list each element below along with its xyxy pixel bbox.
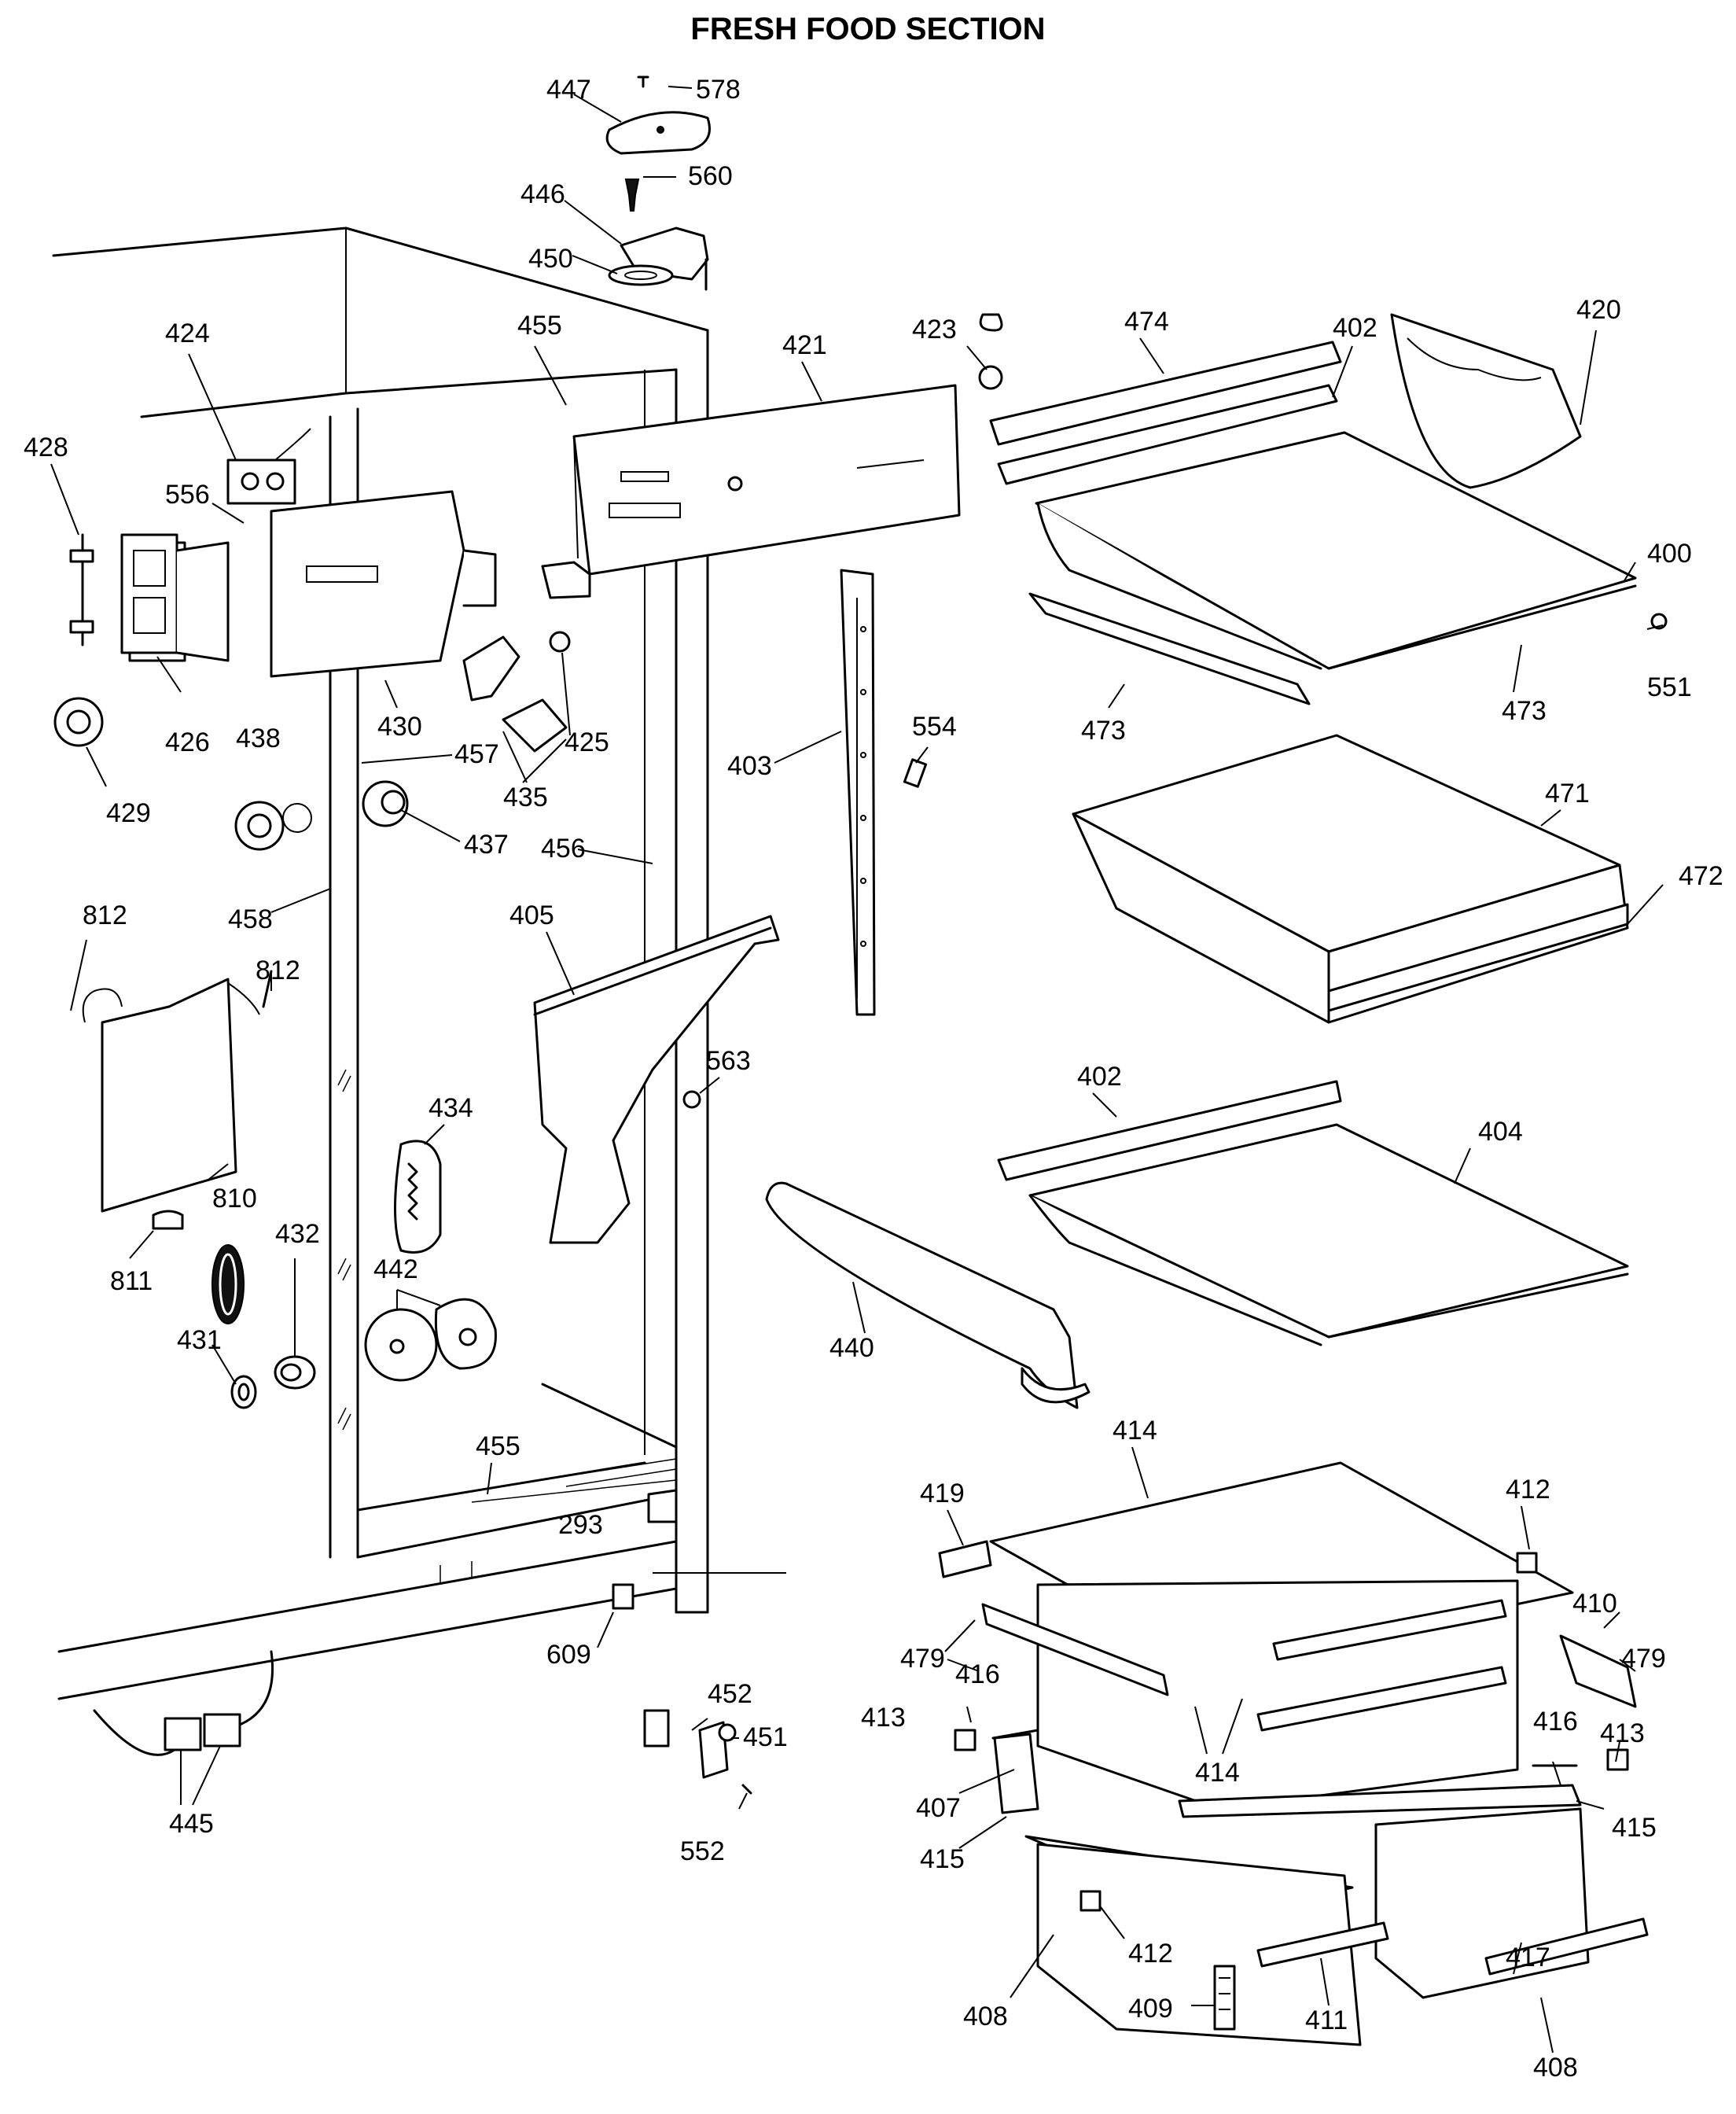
callout-408-right: 408 — [1533, 2053, 1578, 2083]
callout-432: 432 — [275, 1219, 320, 1249]
callout-413-right: 413 — [1600, 1718, 1645, 1748]
light-and-control-parts — [53, 428, 571, 851]
callout-405: 405 — [509, 900, 554, 930]
callout-457: 457 — [454, 739, 499, 769]
callout-404: 404 — [1478, 1117, 1523, 1147]
shelf-ladder-and-brackets — [533, 569, 1091, 1409]
callout-437: 437 — [464, 830, 509, 860]
callout-440: 440 — [829, 1333, 874, 1363]
callout-429: 429 — [106, 798, 151, 828]
callout-416-right: 416 — [1533, 1707, 1578, 1736]
callout-455-upper: 455 — [517, 311, 562, 341]
callout-451: 451 — [743, 1722, 788, 1752]
callout-419: 419 — [920, 1479, 965, 1508]
callout-415-right: 415 — [1612, 1813, 1657, 1843]
callout-labels: 447 578 446 560 450 455 424 421 423 474 … — [24, 75, 1723, 2083]
callout-412-bottom: 412 — [1128, 1939, 1173, 1969]
callout-435: 435 — [503, 783, 548, 812]
callout-403: 403 — [727, 751, 772, 781]
callout-473-left: 473 — [1081, 716, 1126, 746]
callout-578: 578 — [696, 75, 741, 105]
callout-423: 423 — [912, 315, 957, 344]
lower-shelf — [997, 1080, 1629, 1346]
upper-shelves — [978, 313, 1668, 705]
callout-445: 445 — [169, 1809, 214, 1839]
callout-472: 472 — [1679, 861, 1723, 891]
crisper-pan — [1072, 734, 1629, 1024]
callout-473-right: 473 — [1502, 696, 1547, 726]
callout-471: 471 — [1545, 779, 1590, 808]
callout-554: 554 — [912, 712, 957, 742]
callout-438: 438 — [236, 724, 281, 753]
callout-446: 446 — [520, 179, 565, 209]
callout-552: 552 — [680, 1836, 725, 1866]
callout-455-lower: 455 — [476, 1431, 520, 1461]
callout-407: 407 — [916, 1793, 961, 1823]
callout-551: 551 — [1647, 672, 1692, 702]
callout-450: 450 — [528, 244, 573, 274]
callout-417: 417 — [1506, 1943, 1550, 1972]
callout-400: 400 — [1647, 539, 1692, 569]
callout-458: 458 — [228, 904, 273, 934]
callout-409: 409 — [1128, 1994, 1173, 2024]
callout-428: 428 — [24, 433, 68, 462]
callout-420: 420 — [1576, 295, 1621, 325]
callout-414-top: 414 — [1113, 1416, 1157, 1446]
callout-479-left: 479 — [900, 1644, 945, 1674]
callout-556: 556 — [165, 480, 210, 510]
callout-412-top: 412 — [1506, 1475, 1550, 1504]
left-side-components — [82, 970, 752, 1795]
callout-415-left: 415 — [920, 1844, 965, 1874]
diagram-title: FRESH FOOD SECTION — [690, 12, 1045, 46]
callout-442: 442 — [373, 1254, 418, 1284]
callout-414-mid: 414 — [1195, 1758, 1240, 1788]
callout-402-lower: 402 — [1077, 1062, 1122, 1092]
callout-810: 810 — [212, 1184, 257, 1214]
callout-609: 609 — [546, 1640, 591, 1670]
upper-hinge-assembly — [605, 76, 711, 291]
callout-479-right: 479 — [1621, 1644, 1666, 1674]
callout-413-left: 413 — [861, 1703, 906, 1733]
callout-421: 421 — [782, 330, 827, 360]
callout-425: 425 — [565, 727, 609, 757]
callout-402-upper: 402 — [1333, 313, 1377, 343]
callout-430: 430 — [377, 712, 422, 742]
callout-leader-lines — [50, 86, 1664, 2053]
callout-560: 560 — [688, 161, 733, 191]
callout-447: 447 — [546, 75, 591, 105]
lower-crisper-assembly — [938, 1461, 1649, 2046]
callout-456: 456 — [541, 834, 586, 864]
callout-426: 426 — [165, 727, 210, 757]
callout-410: 410 — [1572, 1589, 1617, 1619]
callout-812-left: 812 — [83, 900, 127, 930]
callout-416-left: 416 — [955, 1659, 1000, 1689]
control-panel — [541, 384, 961, 599]
callout-434: 434 — [428, 1093, 473, 1123]
callout-812-right: 812 — [256, 956, 300, 985]
callout-474: 474 — [1124, 307, 1169, 337]
callout-563: 563 — [706, 1046, 751, 1076]
callout-811: 811 — [110, 1266, 153, 1296]
callout-411: 411 — [1305, 2005, 1348, 2035]
callout-452: 452 — [708, 1679, 752, 1709]
callout-293: 293 — [558, 1510, 603, 1540]
callout-408-left: 408 — [963, 2002, 1008, 2031]
callout-424: 424 — [165, 319, 210, 348]
callout-431: 431 — [177, 1325, 222, 1355]
